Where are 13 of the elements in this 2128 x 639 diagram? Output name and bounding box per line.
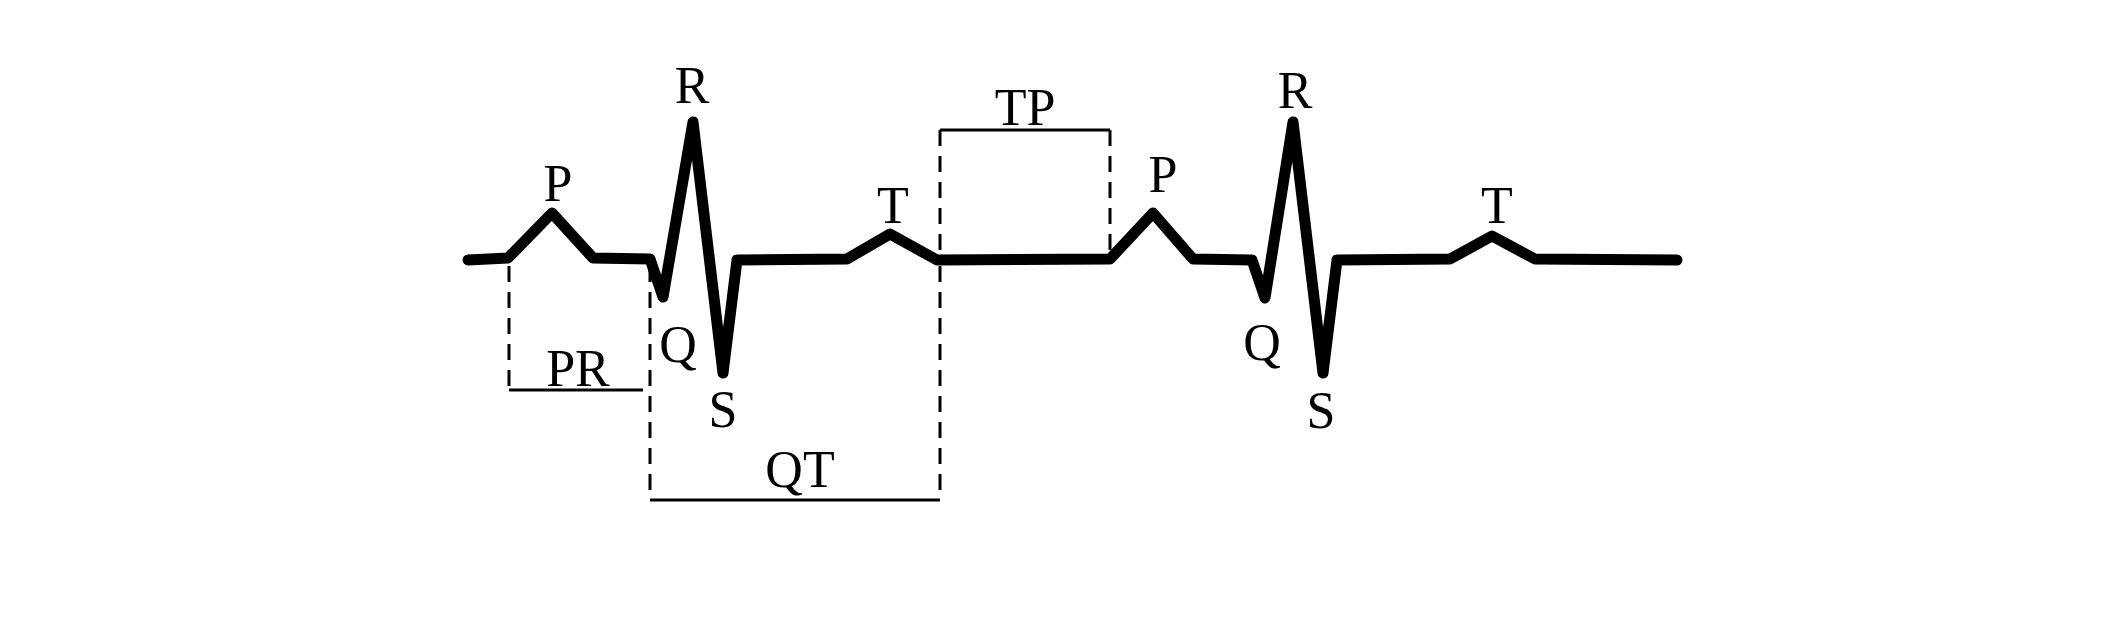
wave-label: S (708, 384, 738, 436)
wave-label: R (1277, 65, 1313, 117)
wave-label: S (1306, 385, 1336, 437)
interval-label: PR (546, 343, 610, 395)
interval-label: QT (765, 444, 835, 496)
wave-label: T (1481, 180, 1513, 232)
wave-label: T (877, 180, 909, 232)
wave-label: P (1148, 149, 1178, 201)
wave-label: R (674, 60, 710, 112)
wave-label: Q (659, 319, 697, 371)
wave-label: P (543, 158, 573, 210)
wave-label: Q (1243, 317, 1281, 369)
interval-label: TP (994, 82, 1056, 134)
